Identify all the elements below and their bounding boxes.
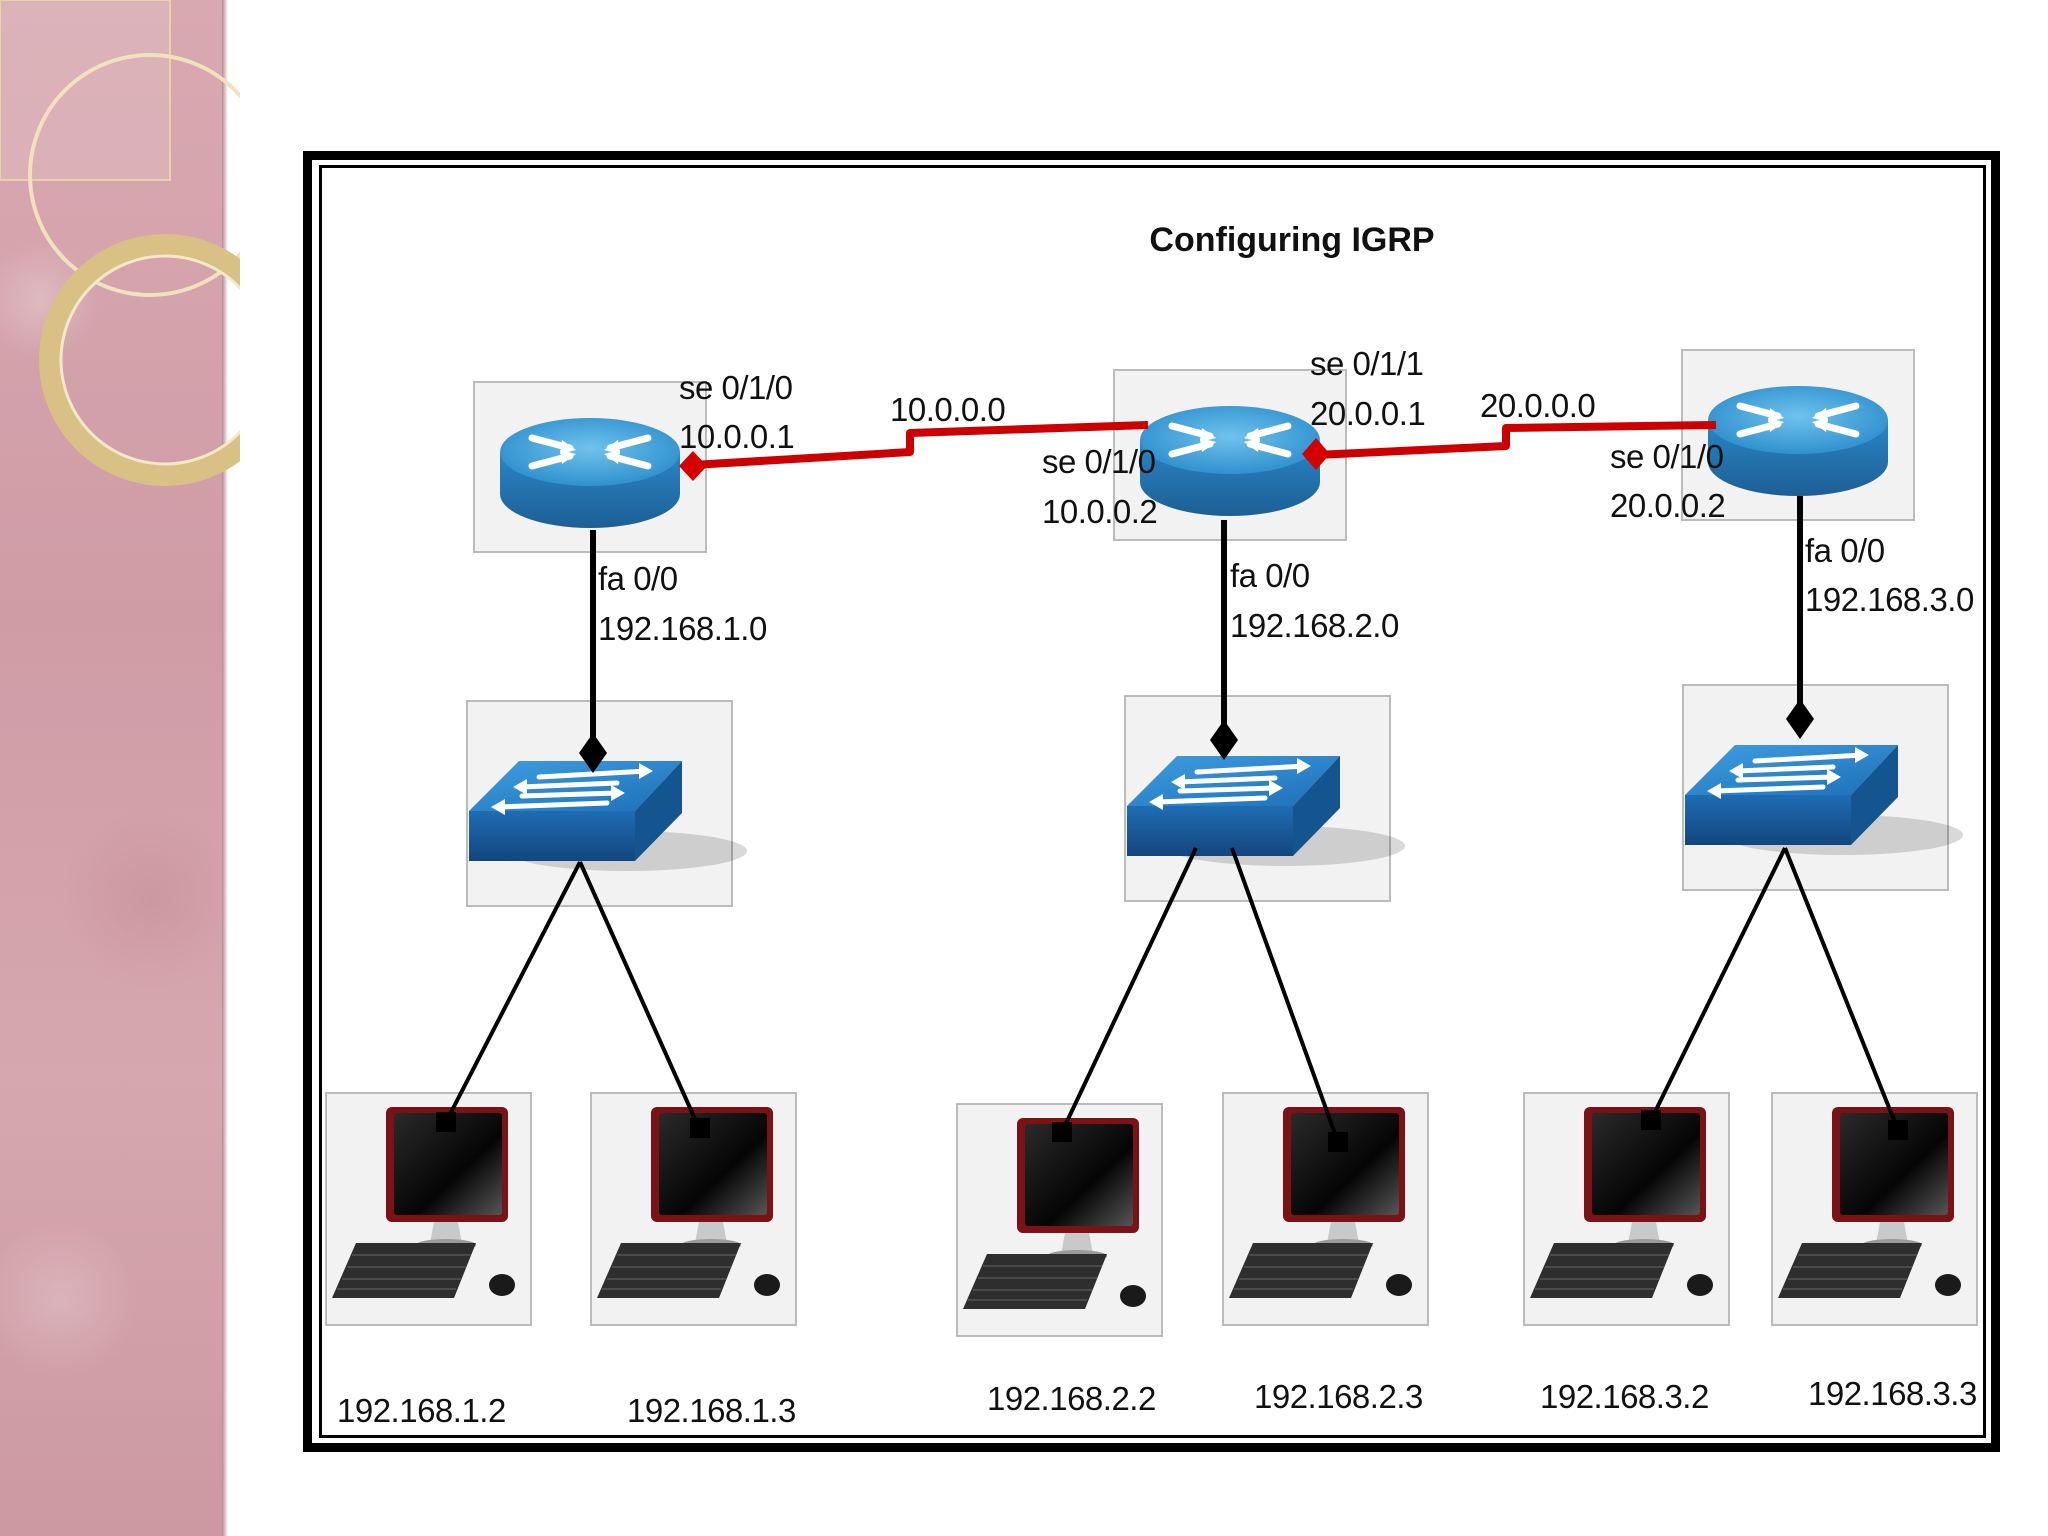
diagram-frame-inner <box>319 165 1986 1438</box>
pc-4-icon <box>1222 1092 1429 1326</box>
router-1-serial-ip: 10.0.0.1 <box>679 418 794 455</box>
serial-endpoint-1 <box>679 451 707 481</box>
router-2-serial-1-name: se 0/1/1 <box>1310 345 1423 382</box>
link-1-network-label: 10.0.0.0 <box>890 391 1005 428</box>
uplink-2-endpoint <box>1210 720 1238 760</box>
router-2-serial-0-name: se 0/1/0 <box>1042 443 1156 480</box>
host-port-2 <box>690 1118 710 1138</box>
router-2-serial-0-ip: 10.0.0.2 <box>1042 493 1157 530</box>
pc-5-icon <box>1523 1092 1730 1326</box>
host-4-ip: 192.168.2.3 <box>1254 1378 1423 1415</box>
switch-3-icon <box>1683 685 1963 890</box>
host-3-ip: 192.168.2.2 <box>987 1380 1156 1417</box>
router-2-fa-name: fa 0/0 <box>1230 557 1310 594</box>
router-3-fa-network: 192.168.3.0 <box>1805 581 1974 618</box>
host-6-ip: 192.168.3.3 <box>1808 1375 1977 1412</box>
host-5-ip: 192.168.3.2 <box>1540 1378 1709 1415</box>
host-port-6 <box>1888 1120 1908 1140</box>
router-3-fa-name: fa 0/0 <box>1805 532 1885 569</box>
host-link-6 <box>1783 847 1900 1131</box>
serial-endpoint-2 <box>1302 438 1330 470</box>
router-2-fa-network: 192.168.2.0 <box>1230 607 1399 644</box>
host-link-5 <box>1649 847 1787 1121</box>
switch-2-icon <box>1125 696 1405 901</box>
router-3-serial-ip: 20.0.0.2 <box>1610 487 1725 524</box>
host-link-3 <box>1060 847 1198 1133</box>
pc-6-icon <box>1771 1092 1978 1326</box>
host-link-2 <box>578 861 701 1129</box>
host-link-1 <box>444 861 582 1123</box>
decor-square <box>0 0 171 181</box>
pc-1-icon <box>325 1092 532 1326</box>
host-port-4 <box>1328 1132 1348 1152</box>
diagram-title: Configuring IGRP <box>1149 221 1434 259</box>
router-1-fa-network: 192.168.1.0 <box>598 610 767 647</box>
serial-link-2 <box>1315 421 1717 459</box>
uplink-1-endpoint <box>579 733 607 773</box>
decor-ring-thick <box>39 234 240 486</box>
switch-1-icon <box>467 701 747 906</box>
host-port-3 <box>1052 1122 1072 1142</box>
sidebar-edge <box>222 0 228 1536</box>
host-port-1 <box>436 1112 456 1132</box>
host-1-ip: 192.168.1.2 <box>337 1392 506 1429</box>
serial-link-1 <box>692 421 1149 469</box>
host-link-4 <box>1230 847 1340 1143</box>
uplink-3-endpoint <box>1786 699 1814 739</box>
host-2-ip: 192.168.1.3 <box>627 1392 796 1429</box>
link-2-network-label: 20.0.0.0 <box>1480 387 1595 424</box>
decor-ring-thin <box>28 53 240 297</box>
router-1-serial-name: se 0/1/0 <box>679 369 793 406</box>
router-1-fa-name: fa 0/0 <box>598 560 678 597</box>
router-1-icon <box>474 382 706 552</box>
router-2-serial-1-ip: 20.0.0.1 <box>1310 395 1425 432</box>
host-port-5 <box>1641 1110 1661 1130</box>
decor-ring-highlight <box>59 254 240 466</box>
router-3-serial-name: se 0/1/0 <box>1610 438 1724 475</box>
decorative-rings <box>0 0 240 486</box>
